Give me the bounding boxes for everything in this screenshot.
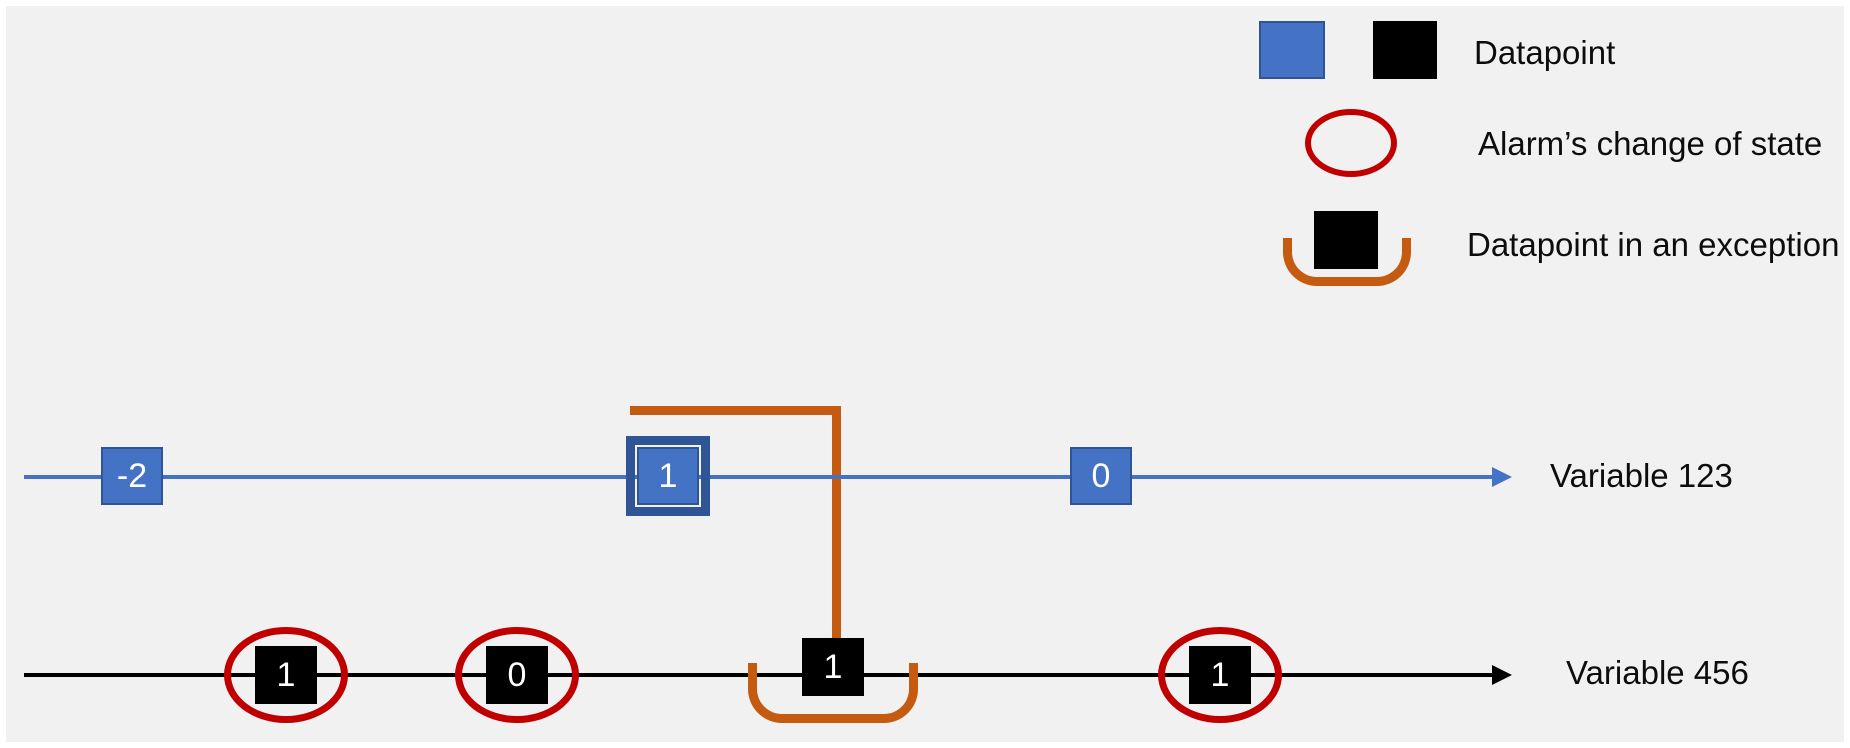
datapoint[interactable]: 0	[1070, 447, 1132, 505]
orange-bracket-icon	[1283, 238, 1411, 286]
legend-item-alarm-change-of-state-label: Alarm’s change of state	[1478, 125, 1823, 162]
alarm-change-of-state-ring[interactable]	[1158, 627, 1282, 723]
datapoint[interactable]: 1	[802, 638, 864, 696]
datapoint[interactable]: -2	[101, 447, 163, 505]
exception-connector-vertical	[832, 406, 841, 668]
legend-item-datapoint-in-exception-label: Datapoint in an exception	[1467, 226, 1840, 263]
timeline-label-variable-456: Variable 456	[1566, 654, 1749, 691]
exception-bracket[interactable]	[748, 663, 918, 723]
datapoint[interactable]: 1	[637, 447, 699, 505]
red-ellipse-icon	[1305, 109, 1397, 177]
datapoint[interactable]: 1	[1189, 646, 1251, 704]
datapoint[interactable]: 0	[486, 646, 548, 704]
datapoint-selection-frame[interactable]	[626, 436, 710, 516]
exception-connector-horizontal	[630, 406, 837, 415]
black-square-icon	[1314, 211, 1378, 269]
datapoint[interactable]: 1	[255, 646, 317, 704]
black-square-icon	[1373, 21, 1437, 79]
timeline-axis-blue	[24, 475, 1492, 479]
timeline-label-variable-123: Variable 123	[1550, 457, 1733, 494]
legend-item-datapoint-label: Datapoint	[1474, 34, 1616, 71]
alarm-change-of-state-ring[interactable]	[224, 627, 348, 723]
arrow-right-icon	[1492, 665, 1512, 685]
arrow-right-icon	[1492, 467, 1512, 487]
alarm-change-of-state-ring[interactable]	[455, 627, 579, 723]
blue-square-icon	[1259, 21, 1325, 79]
